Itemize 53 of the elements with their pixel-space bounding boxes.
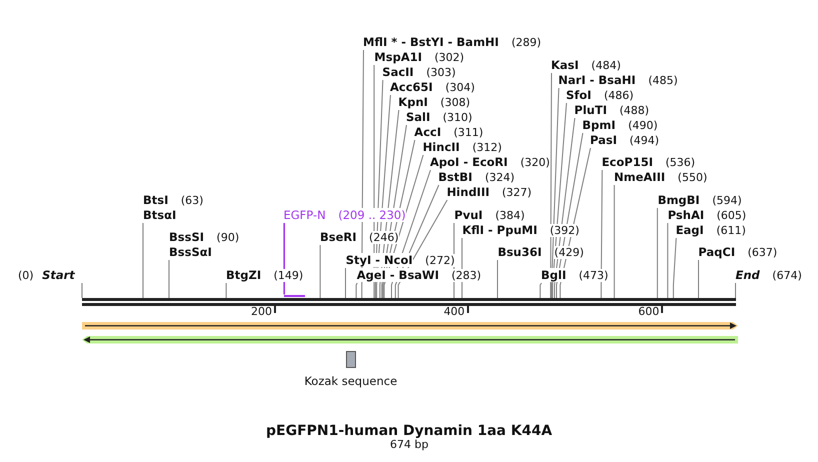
leader-line — [142, 222, 144, 298]
scale-label: 600 — [638, 305, 660, 319]
site-label: SfoI (486) — [566, 88, 634, 103]
leader-line — [320, 244, 321, 298]
leader-line — [497, 260, 498, 298]
site-label: EagI (611) — [676, 223, 746, 238]
site-label: PasI (494) — [590, 133, 660, 148]
site-label: PluTI (488) — [574, 103, 650, 118]
site-label: Acc65I (304) — [390, 80, 475, 95]
scale-label: 200 — [251, 305, 272, 319]
site-label: KpnI (308) — [398, 95, 470, 110]
site-label: SacII (303) — [382, 65, 456, 80]
leader-line — [600, 170, 603, 298]
sequence-end-label: End (674) — [736, 268, 802, 283]
map-title: pEGFPN1-human Dynamin 1aa K44A — [266, 423, 552, 440]
leader-line — [540, 282, 542, 298]
leader-line — [672, 238, 677, 298]
leader-line — [356, 282, 358, 298]
sequence-backbone — [82, 298, 736, 306]
site-label: BseRI (246) — [320, 230, 399, 245]
site-label: KasI (484) — [551, 58, 621, 73]
primer-binding-bar — [284, 294, 305, 298]
leader-line — [656, 208, 658, 298]
site-label: BstBI (324) — [438, 170, 515, 185]
site-label: HindIII (327) — [446, 185, 532, 200]
leader-line — [667, 222, 668, 298]
leader-line — [168, 260, 170, 298]
site-label: BtsI (63) BtsαI — [143, 193, 204, 223]
site-label: BmgBI (594) — [658, 193, 742, 208]
site-label: SalI (310) — [406, 110, 472, 125]
site-label: AccI (311) — [414, 125, 484, 140]
feature-box — [346, 351, 356, 368]
feature-label: Kozak sequence — [304, 374, 398, 388]
leader-line — [550, 72, 552, 298]
site-label: PaqCI (637) — [698, 245, 778, 260]
leader-line — [551, 88, 560, 298]
leader-line — [614, 184, 615, 298]
site-label: MspA1I (302) — [374, 50, 464, 65]
leader-line — [226, 282, 227, 298]
sequence-length: 674 bp — [390, 438, 428, 452]
site-label: HincII (312) — [422, 140, 502, 155]
site-label: BpmI (490) — [582, 118, 658, 133]
site-label: Bsu36I (429) — [498, 245, 584, 260]
sequence-end-label: (0) Start — [18, 268, 84, 283]
site-label: PvuI (384) — [454, 208, 525, 223]
leader-line — [698, 260, 699, 298]
site-label: PshAI (605) — [668, 208, 746, 223]
site-label: BssSI (90) BssSαI — [169, 230, 240, 260]
scale-label: 400 — [444, 305, 465, 319]
site-label: BglI (473) — [541, 268, 608, 283]
site-label: BtgZI (149) — [226, 268, 304, 283]
leader-line — [345, 268, 346, 298]
leader-line — [735, 282, 736, 298]
